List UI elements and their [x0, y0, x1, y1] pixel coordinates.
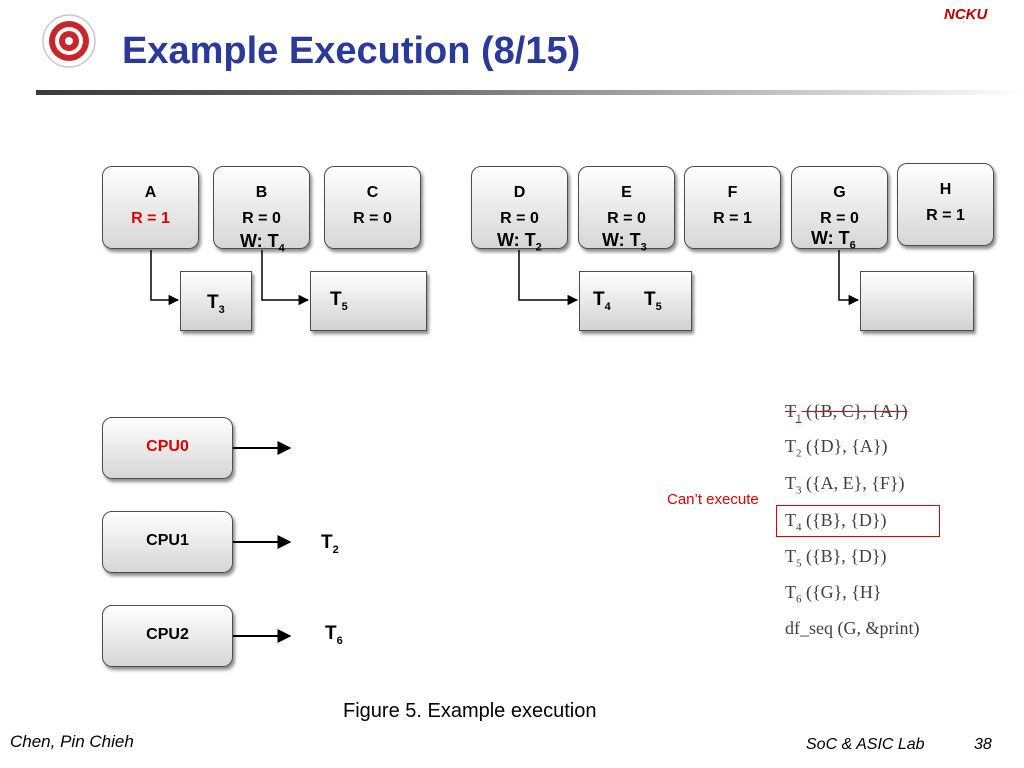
node-h-r: R = 1 — [926, 207, 965, 224]
task-highlight-box — [776, 505, 940, 537]
cpu1-box: CPU1 — [102, 511, 233, 573]
task-list-item: df_seq (G, &print) — [785, 618, 920, 638]
cpu0-box: CPU0 — [102, 417, 233, 479]
node-e-name: E — [621, 184, 632, 201]
node-f: F R = 1 — [684, 166, 781, 249]
page-number: 38 — [974, 736, 992, 753]
node-g-r: R = 0 — [820, 210, 859, 227]
queue-b-task: T5 — [330, 289, 348, 313]
connector-g-queue — [838, 250, 860, 306]
cannot-execute-note: Can’t execute — [667, 491, 759, 508]
node-c-r: R = 0 — [353, 210, 392, 227]
node-a-r: R = 1 — [131, 210, 170, 227]
node-h: H R = 1 — [897, 163, 994, 246]
node-f-r: R = 1 — [713, 210, 752, 227]
cpu2-running-task: T6 — [325, 623, 343, 647]
wait-label-d: W: T2 — [497, 230, 542, 254]
connector-a-queue — [150, 250, 180, 306]
cpu2-box: CPU2 — [102, 605, 233, 667]
node-b-r: R = 0 — [242, 210, 281, 227]
task-list-item: T1 ({B, C}, {A}) — [785, 401, 908, 425]
task-list-item: T4 ({B}, {D}) — [785, 510, 887, 534]
node-c: C R = 0 — [324, 166, 421, 249]
title-divider — [36, 90, 1024, 95]
queue-a-task: T3 — [207, 292, 225, 316]
task-list-item: T5 ({B}, {D}) — [785, 546, 887, 570]
brand-label: NCKU — [944, 6, 988, 23]
node-g: G R = 0 — [791, 166, 888, 249]
queue-d: T4 T5 — [579, 271, 692, 331]
connector-b-queue — [261, 250, 310, 306]
node-a-name: A — [144, 184, 157, 201]
task-list-item: T2 ({D}, {A}) — [785, 436, 888, 460]
queue-b: T5 — [310, 271, 427, 331]
wait-label-e: W: T3 — [602, 230, 647, 254]
node-e-r: R = 0 — [607, 210, 646, 227]
node-f-name: F — [727, 184, 738, 201]
university-seal-logo — [42, 14, 96, 68]
task-list-item: T3 ({A, E}, {F}) — [785, 473, 905, 497]
queue-d-task-1: T4 — [593, 289, 611, 313]
node-h-name: H — [939, 181, 952, 198]
node-g-name: G — [833, 184, 846, 201]
queue-a: T3 — [180, 271, 252, 331]
wait-label-b: W: T4 — [240, 231, 285, 255]
cpu1-running-task: T2 — [321, 532, 339, 556]
queue-g — [860, 271, 974, 331]
figure-caption: Figure 5. Example execution — [343, 700, 597, 722]
node-b: B R = 0 — [213, 166, 310, 249]
node-c-name: C — [366, 184, 379, 201]
queue-d-task-2: T5 — [644, 289, 662, 313]
node-d-name: D — [513, 184, 526, 201]
node-b-name: B — [255, 184, 268, 201]
connector-d-queue — [518, 250, 579, 306]
node-e: E R = 0 — [578, 166, 675, 249]
slide-title: Example Execution (8/15) — [122, 30, 581, 72]
node-a: A R = 1 — [102, 166, 199, 249]
node-d: D R = 0 — [471, 166, 568, 249]
task-list-item: T6 ({G}, {H} — [785, 582, 882, 606]
node-d-r: R = 0 — [500, 210, 539, 227]
author-name: Chen, Pin Chieh — [10, 732, 134, 751]
wait-label-g: W: T6 — [811, 228, 856, 252]
lab-name: SoC & ASIC Lab — [806, 736, 925, 753]
